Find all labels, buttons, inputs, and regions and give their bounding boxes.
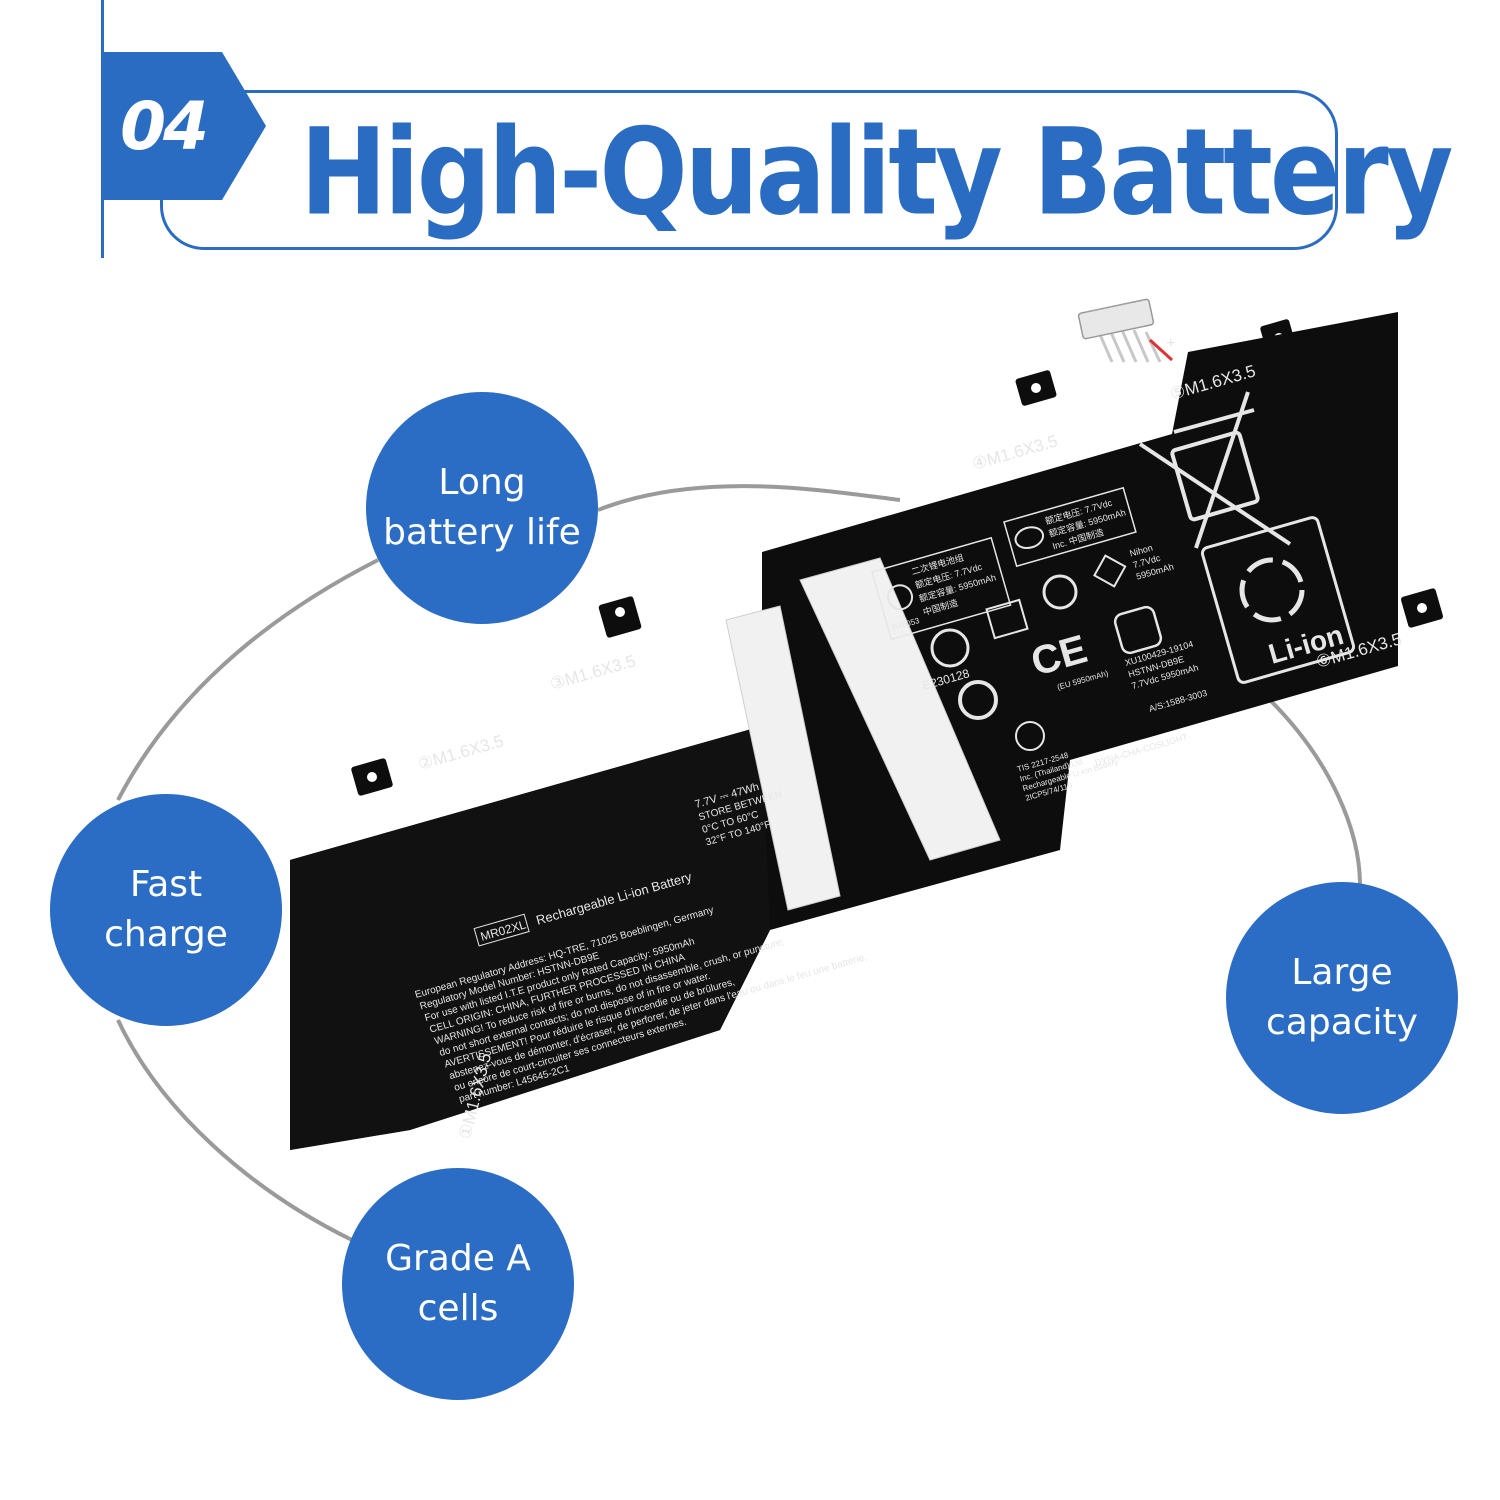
feature-label-line: Long xyxy=(438,462,526,503)
feature-label-line: charge xyxy=(104,914,228,955)
battery-connector xyxy=(1077,298,1174,363)
section-number-badge: 04 xyxy=(104,52,266,200)
feature-label-line: Fast xyxy=(129,864,203,905)
polarity-mark: + xyxy=(1166,335,1175,352)
header-accent-line xyxy=(101,0,104,258)
feature-fast-charge: Fast charge xyxy=(50,794,282,1026)
feature-label-line: Grade A xyxy=(385,1238,531,1279)
feature-label-line: battery life xyxy=(383,512,581,553)
screw-label: ③M1.6X3.5 xyxy=(548,651,638,694)
feature-label-line: Large xyxy=(1291,952,1393,993)
feature-label-line: cells xyxy=(417,1288,499,1329)
feature-large-capacity: Large capacity xyxy=(1226,882,1458,1114)
screw-label: ④M1.6X3.5 xyxy=(970,431,1060,474)
feature-grade-a-cells: Grade A cells xyxy=(342,1168,574,1400)
title-banner xyxy=(160,90,1338,250)
weee-bin-icon xyxy=(1138,391,1292,549)
feature-label-line: capacity xyxy=(1266,1002,1418,1043)
film-strip xyxy=(725,605,841,911)
section-number: 04 xyxy=(120,87,209,165)
film-strip xyxy=(799,557,1001,861)
page-title: High-Quality Battery xyxy=(300,101,1453,243)
feature-long-battery-life: Long battery life xyxy=(366,392,598,624)
screw-label: ②M1.6X3.5 xyxy=(416,731,506,774)
